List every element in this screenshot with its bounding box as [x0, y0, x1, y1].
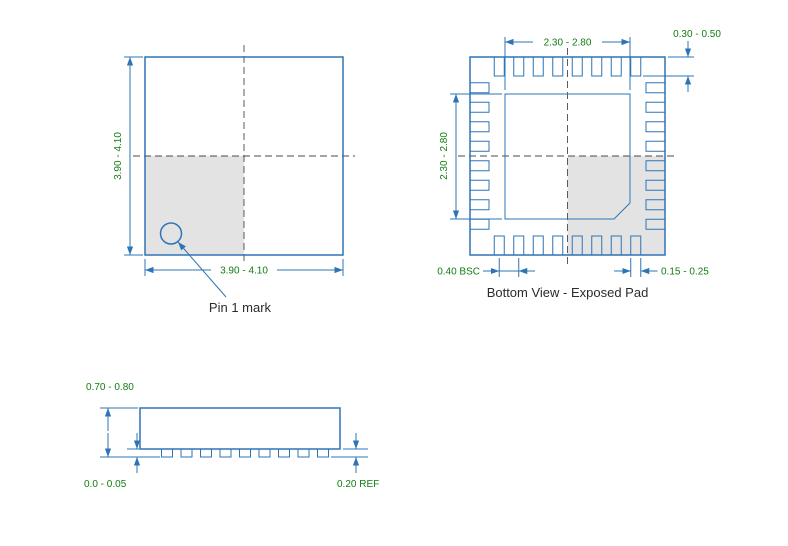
dim-body-width: 3.90 - 4.10	[144, 259, 344, 277]
terminal-pad	[513, 235, 525, 256]
terminal-pad	[469, 82, 490, 94]
dim-package-height: 0.70 - 0.80	[86, 382, 158, 458]
package-outline-bottom	[469, 56, 666, 256]
pin1-quadrant-shade	[145, 156, 244, 255]
dim-exposed-pad-height-text: 2.30 - 2.80	[439, 132, 450, 180]
dim-exposed-pad-height: 2.30 - 2.80	[439, 93, 502, 220]
package-outline-side	[139, 407, 341, 450]
terminal-pad	[610, 235, 622, 256]
lead	[317, 448, 329, 458]
terminal-pad	[591, 235, 603, 256]
terminal-pad	[630, 56, 642, 77]
pin1-quadrant-shade-bottom	[567, 156, 665, 255]
lead	[258, 448, 271, 458]
pin1-label: Pin 1 mark	[209, 300, 272, 315]
dim-exposed-pad-width: 2.30 - 2.80	[504, 37, 631, 90]
terminal-pad	[552, 56, 564, 77]
terminal-pad	[469, 121, 490, 133]
terminal-pad	[645, 199, 666, 211]
lead	[239, 448, 251, 458]
dim-package-height-text: 0.70 - 0.80	[86, 382, 134, 393]
dim-body-height: 3.90 - 4.10	[113, 56, 143, 256]
dim-terminal-length-text: 0.30 - 0.50	[673, 29, 721, 40]
dim-body-width-text: 3.90 - 4.10	[220, 266, 268, 277]
terminal-pad	[493, 235, 505, 256]
exposed-pad-outline	[504, 93, 631, 220]
terminal-pad	[532, 235, 544, 256]
terminal-pad	[645, 179, 666, 191]
dim-standoff: 0.0 - 0.05	[84, 433, 160, 490]
dim-terminal-width-text: 0.15 - 0.25	[661, 267, 709, 278]
terminal-pad	[469, 101, 490, 113]
terminal-pad	[493, 56, 505, 77]
terminal-pad	[571, 235, 583, 256]
terminal-pad	[469, 179, 490, 191]
bottom-view-title: Bottom View - Exposed Pad	[487, 285, 649, 300]
dim-lead-thickness-text: 0.20 REF	[337, 479, 379, 490]
pin1-mark-circle	[159, 222, 183, 245]
dim-terminal-width: 0.15 - 0.25	[614, 258, 709, 278]
terminal-pad	[513, 56, 525, 77]
terminal-pad	[469, 199, 490, 211]
lead	[180, 448, 193, 458]
lead	[278, 448, 290, 458]
terminal-pad	[630, 235, 642, 256]
terminal-pad	[469, 218, 490, 230]
terminal-pad	[469, 140, 490, 152]
dim-terminal-length: 0.30 - 0.50	[643, 29, 721, 92]
terminal-pad	[645, 101, 666, 113]
terminal-pad	[469, 160, 490, 172]
terminal-pad	[591, 56, 603, 77]
pin1-leader-arrow	[177, 241, 227, 298]
bottom-view: 2.30 - 2.80 0.30 - 0.50 2.30 - 2.80 0.40…	[437, 29, 721, 300]
terminal-pad	[645, 218, 666, 230]
lead	[200, 448, 212, 458]
lead	[297, 448, 310, 458]
terminal-pad	[645, 140, 666, 152]
dim-exposed-pad-width-text: 2.30 - 2.80	[544, 38, 592, 49]
terminal-pad	[645, 121, 666, 133]
package-outline-top	[144, 56, 344, 256]
dim-standoff-text: 0.0 - 0.05	[84, 479, 127, 490]
lead	[161, 448, 173, 458]
terminal-pad	[645, 82, 666, 94]
terminal-pad	[552, 235, 564, 256]
terminal-pad	[645, 160, 666, 172]
dim-terminal-pitch-text: 0.40 BSC	[437, 267, 480, 278]
terminal-pad	[532, 56, 544, 77]
dim-terminal-pitch: 0.40 BSC	[437, 258, 535, 278]
terminal-pad	[610, 56, 622, 77]
side-view: 0.70 - 0.80 0.0 - 0.05 0.20 REF	[84, 382, 379, 490]
dim-lead-thickness: 0.20 REF	[331, 433, 379, 490]
lead	[219, 448, 232, 458]
dim-body-height-text: 3.90 - 4.10	[113, 132, 124, 180]
terminal-pad	[571, 56, 583, 77]
top-view: 3.90 - 4.10 3.90 - 4.10 Pin 1 mark	[113, 45, 355, 315]
